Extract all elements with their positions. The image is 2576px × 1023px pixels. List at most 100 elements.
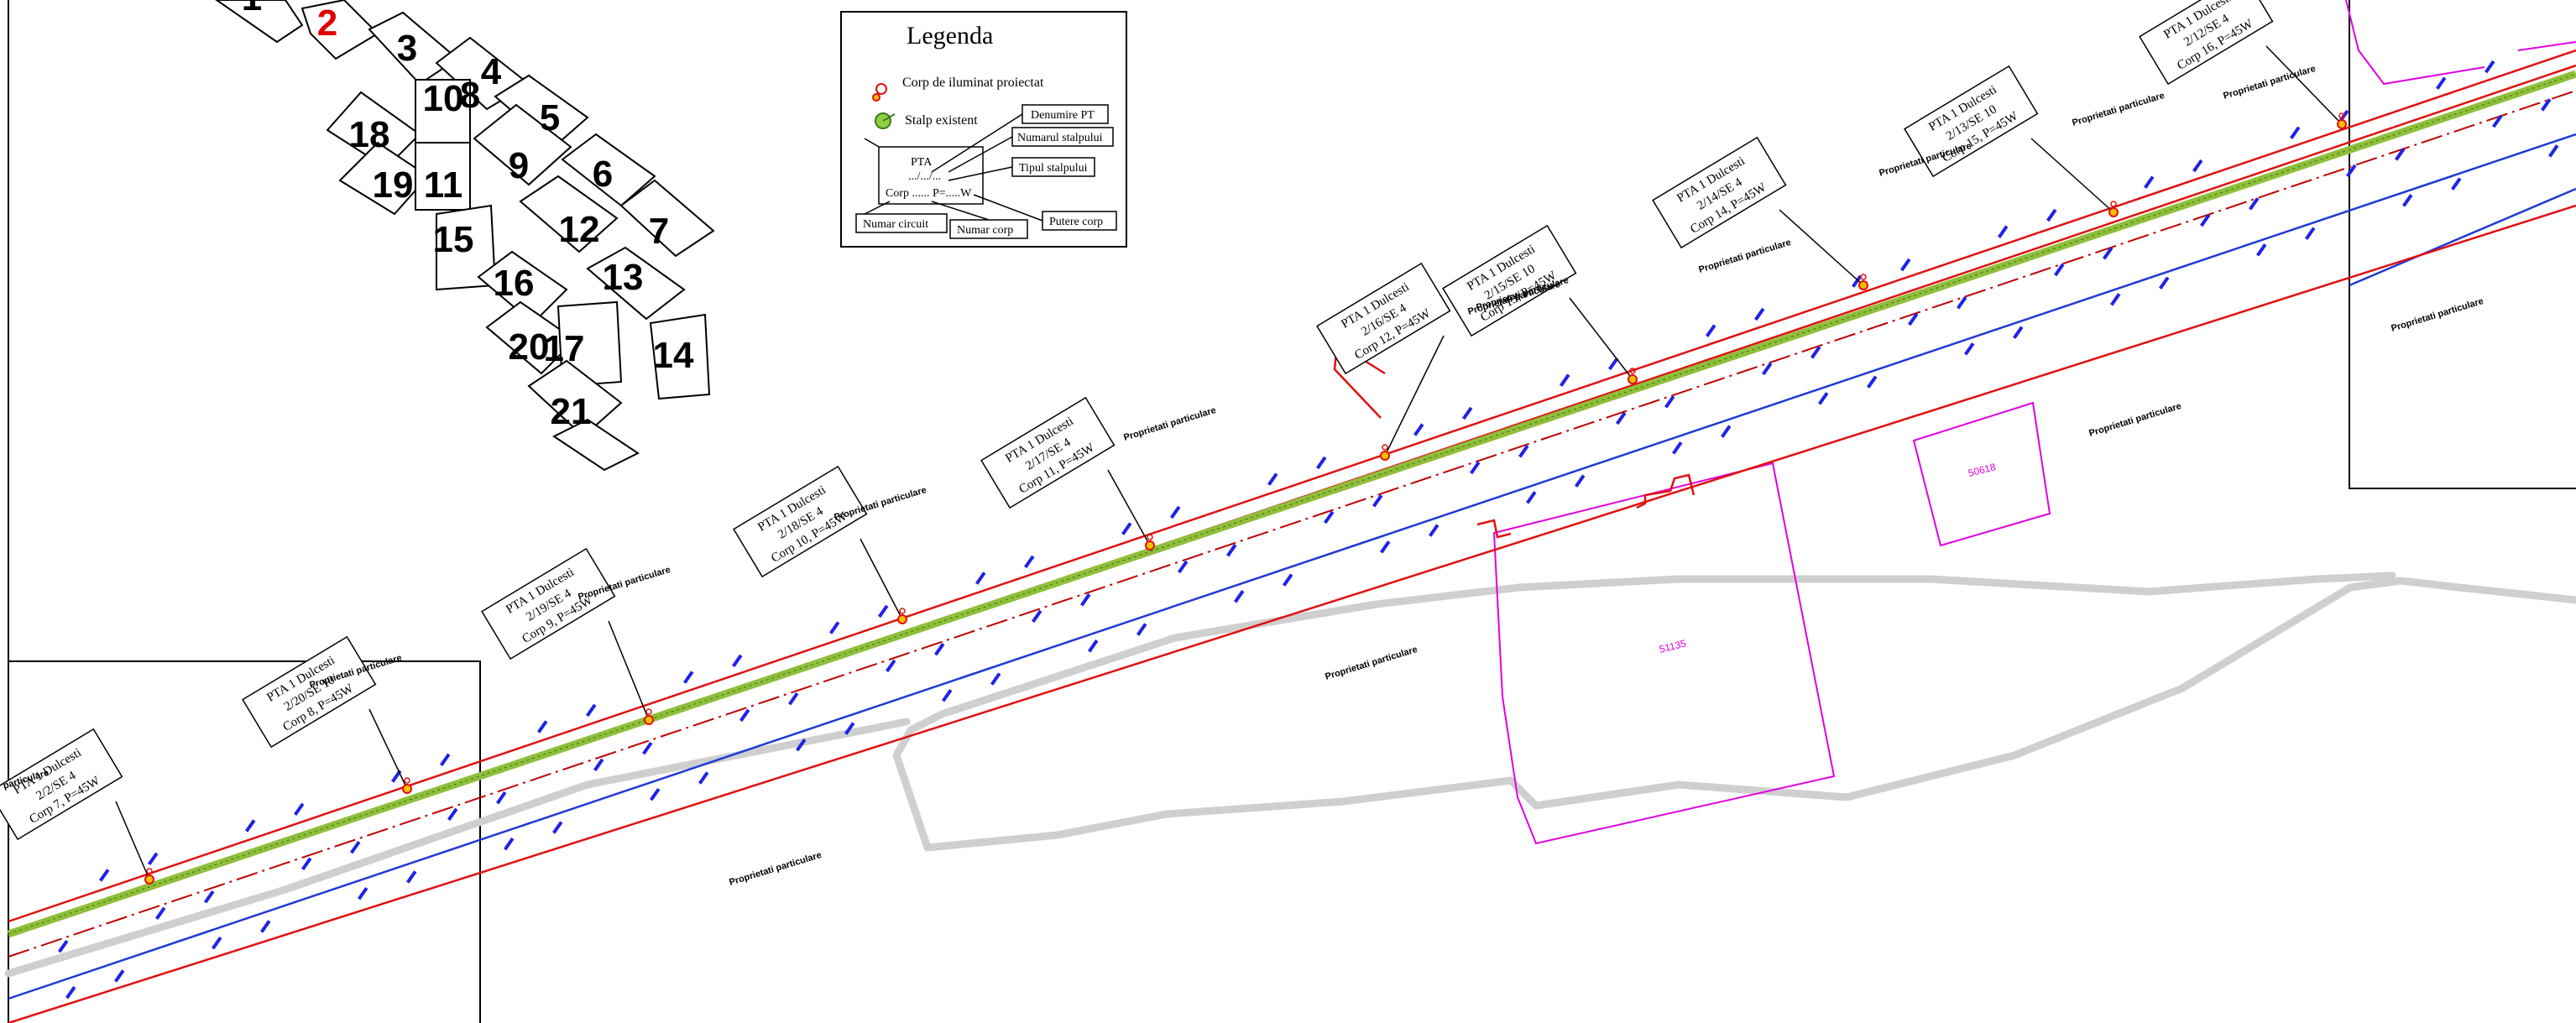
- elevation-mark: [975, 572, 986, 585]
- elevation-mark: [1754, 307, 1765, 321]
- lamp-marker-icon: [1145, 534, 1155, 551]
- elevation-mark: [1518, 445, 1529, 458]
- elevation-mark: [844, 722, 855, 735]
- parcel-label-50618: 50618: [1967, 461, 1997, 479]
- property-label: Proprietati particulare: [2390, 296, 2485, 334]
- lamp-marker-icon: [1858, 274, 1868, 290]
- lamp-marker-icon: [2337, 112, 2347, 129]
- elevation-mark: [2110, 293, 2121, 306]
- legend-box-circuit: Numar circuit: [863, 218, 928, 231]
- elevation-mark: [649, 787, 661, 801]
- elevation-mark: [1267, 472, 1278, 486]
- elevation-mark: [788, 692, 799, 706]
- elevation-mark: [2192, 159, 2203, 173]
- property-label: Proprietati particulare: [1122, 405, 1217, 443]
- elevation-mark: [2200, 213, 2211, 227]
- elevation-mark: [2451, 177, 2462, 191]
- elevation-mark: [147, 852, 159, 866]
- sheet-number-20: 20: [509, 326, 550, 368]
- elevation-mark: [113, 969, 125, 983]
- elevation-mark: [439, 753, 451, 767]
- property-label: Proprietati particulare: [1697, 237, 1792, 275]
- elevation-mark: [1608, 357, 1619, 371]
- key-map: [215, 0, 715, 472]
- lamp-marker-icon: [644, 708, 654, 725]
- elevation-mark: [1316, 456, 1327, 470]
- elevation-mark: [504, 837, 515, 851]
- elevation-mark: [390, 770, 402, 783]
- elevation-mark: [878, 604, 889, 618]
- elevation-mark: [2305, 227, 2316, 240]
- elevation-mark: [585, 703, 597, 718]
- property-label: Proprietati particulare: [728, 850, 823, 888]
- lighting-strip: [7, 70, 2576, 938]
- elevation-mark: [1957, 296, 1967, 310]
- sheet-number-9: 9: [509, 145, 529, 186]
- parcel-label-51135: 51135: [1658, 637, 1687, 655]
- elevation-mark: [2046, 208, 2057, 222]
- elevation-mark: [495, 791, 507, 805]
- legend-item-proiectat: Corp de iluminat proiectat: [902, 76, 1044, 90]
- road-axis: [8, 90, 2576, 958]
- elevation-mark: [1575, 474, 1586, 488]
- elevation-mark: [405, 870, 417, 884]
- sheet-number-15: 15: [433, 219, 474, 260]
- sheet-number-3: 3: [397, 28, 417, 69]
- legend-box-numar-corp: Numar corp: [957, 224, 1013, 237]
- elevation-mark: [1470, 461, 1481, 475]
- legend-box-denumire: Denumire PT: [1031, 109, 1095, 122]
- elevation-mark: [1178, 560, 1189, 574]
- property-label: Proprietati particulare: [1324, 645, 1419, 682]
- sheet-number-18: 18: [349, 114, 390, 155]
- elevation-mark: [155, 906, 166, 921]
- sheet-number-7: 7: [649, 211, 669, 252]
- elevation-mark: [2013, 326, 2024, 339]
- key-map-numbers: 123456789101112131415161718192021: [242, 0, 694, 432]
- elevation-mark: [682, 671, 694, 684]
- elevation-labels: [58, 60, 2559, 1000]
- elevation-mark: [934, 643, 945, 656]
- sheet-number-14: 14: [653, 335, 694, 376]
- blue-lines: [8, 133, 2576, 1000]
- property-label: Proprietati particulare: [2222, 64, 2317, 102]
- elevation-mark: [1462, 406, 1473, 420]
- lamp-marker-icon: [1628, 368, 1638, 384]
- lamp-marker-icon: [1380, 444, 1390, 461]
- legend-title: Legenda: [907, 22, 993, 50]
- lamp-marker-icon: [872, 83, 887, 102]
- elevation-mark: [2054, 263, 2065, 277]
- elevation-mark: [350, 840, 361, 854]
- elevation-mark: [2256, 243, 2267, 257]
- elevation-mark: [1234, 590, 1245, 603]
- elevation-mark: [1810, 346, 1821, 359]
- elevation-mark: [2249, 197, 2260, 211]
- parcel-lines: [1492, 0, 2576, 845]
- elevation-mark: [447, 807, 458, 822]
- legend-box-tipul: Tipul stalpului: [1019, 162, 1088, 175]
- sheet-number-10: 10: [423, 78, 464, 119]
- elevation-mark: [698, 771, 709, 785]
- elevation-mark: [731, 654, 743, 668]
- property-label: Proprietati particulare: [2071, 91, 2166, 128]
- elevation-mark: [1170, 505, 1181, 519]
- elevation-mark: [739, 708, 750, 723]
- legend: Legenda Corp de iluminat proiectat Stalp…: [840, 11, 1127, 248]
- elevation-mark: [1818, 392, 1829, 405]
- gray-path: [4, 572, 2576, 978]
- elevation-mark: [1428, 524, 1440, 537]
- elevation-mark: [301, 857, 312, 871]
- elevation-mark: [1080, 593, 1091, 607]
- sheet-number-4: 4: [481, 51, 502, 92]
- elevation-mark: [293, 802, 305, 817]
- elevation-mark: [1032, 609, 1042, 624]
- sheet-number-17: 17: [544, 328, 585, 369]
- elevation-mark: [1372, 494, 1383, 508]
- elevation-mark: [1087, 639, 1099, 653]
